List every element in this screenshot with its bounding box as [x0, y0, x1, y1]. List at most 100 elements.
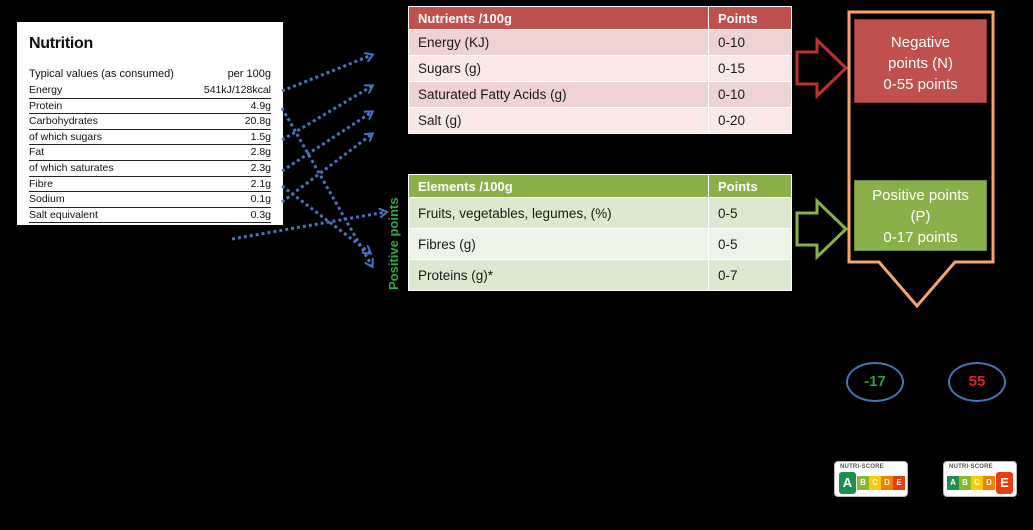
- nutriscore-letter-c: C: [971, 476, 983, 490]
- nutriscore-letter-b: B: [959, 476, 971, 490]
- negative-table-row: Saturated Fatty Acids (g)0-10: [408, 81, 792, 108]
- nutriscore-letter-a: A: [947, 476, 959, 490]
- nutrition-header: Typical values (as consumed) per 100g: [29, 68, 271, 80]
- nutrition-row-name: of which sugars: [29, 130, 102, 143]
- arrow-energy: [281, 55, 372, 93]
- positive-table-cell: Fruits, vegetables, legumes, (%): [408, 197, 709, 229]
- nutrition-header-right: per 100g: [227, 68, 271, 80]
- nutrition-row-name: Fibre: [29, 177, 53, 190]
- nutriscore-label: NUTRI-SCORE: [840, 464, 884, 470]
- nutrition-row-name: Protein: [29, 99, 63, 112]
- nutrition-row: Salt equivalent 0.3g: [29, 208, 271, 224]
- nutrition-row-value: 0.1g: [250, 193, 271, 206]
- negative-table-cell: Salt (g): [408, 107, 709, 134]
- positive-table-row: Fibres (g)0-5: [408, 228, 792, 260]
- negative-table-cell: 0-10: [708, 81, 792, 108]
- nutrition-row: of which sugars 1.5g: [29, 130, 271, 146]
- nutrition-header-left: Typical values (as consumed): [29, 68, 174, 80]
- nutrition-row-value: 1.5g: [250, 130, 271, 143]
- arrow-fibre: [281, 184, 370, 253]
- positive-box-line2: (P): [910, 208, 931, 225]
- arrow-fruits: [231, 212, 386, 241]
- nutrition-row-value: 0.3g: [250, 208, 271, 221]
- nutriscore-letter-c: C: [869, 476, 881, 490]
- nutriscore-letter-d: D: [881, 476, 893, 490]
- nutrition-row: of which saturates 2.3g: [29, 161, 271, 177]
- negative-table-cell: Saturated Fatty Acids (g): [408, 81, 709, 108]
- nutrition-row: Fat 2.8g: [29, 145, 271, 161]
- arrow-sugars: [281, 86, 372, 142]
- nutrition-row: Protein 4.9g: [29, 99, 271, 115]
- nutriscore-letter-d: D: [983, 476, 995, 490]
- nutrition-row-name: Carbohydrates: [29, 115, 98, 128]
- negative-box-line2: points (N): [887, 55, 954, 72]
- positive-table-header-cell: Points: [708, 174, 792, 198]
- negative-table-row: Salt (g)0-20: [408, 107, 792, 134]
- nutrition-title: Nutrition: [29, 35, 93, 52]
- nutriscore-letter-e: E: [995, 471, 1014, 495]
- negative-table-cell: 0-15: [708, 55, 792, 82]
- negative-box-line3: 0-55 points: [883, 76, 958, 93]
- nutriscore-label: NUTRI-SCORE: [949, 464, 993, 470]
- positive-table-row: Proteins (g)*0-7: [408, 259, 792, 291]
- nutriscore-letter-b: B: [857, 476, 869, 490]
- nutrition-row-value: 2.8g: [250, 146, 271, 159]
- positive-box-line1: Positive points: [872, 187, 969, 204]
- nutrition-row-name: Sodium: [29, 193, 65, 206]
- nutriscore-letter-e: E: [893, 476, 905, 490]
- positive-table-cell: Fibres (g): [408, 228, 709, 260]
- nutrition-row-name: of which saturates: [29, 162, 114, 174]
- negative-table-cell: Sugars (g): [408, 55, 709, 82]
- positive-points-vertical-label: Positive points: [386, 198, 401, 290]
- positive-table-header-cell: Elements /100g: [408, 174, 709, 198]
- nutrition-row: Sodium 0.1g: [29, 192, 271, 208]
- nutriscore-letter-a: A: [838, 471, 857, 495]
- negative-table-header-cell: Points: [708, 6, 792, 30]
- nutrition-row: Carbohydrates 20.8g: [29, 114, 271, 130]
- negative-table-row: Energy (KJ)0-10: [408, 29, 792, 56]
- positive-points-box: Positive points (P) 0-17 points: [854, 180, 987, 251]
- arrow-protein: [280, 107, 372, 266]
- arrow-saturates: [281, 112, 372, 173]
- score-max-circle: 55: [948, 362, 1006, 402]
- nutrition-row: Fibre 2.1g: [29, 177, 271, 193]
- negative-table-cell: 0-20: [708, 107, 792, 134]
- negative-points-box: Negative points (N) 0-55 points: [854, 19, 987, 103]
- negative-block-arrow: [795, 36, 849, 100]
- negative-table-row: Sugars (g)0-15: [408, 55, 792, 82]
- orange-bracket: [847, 10, 995, 309]
- nutrition-row-name: Salt equivalent: [29, 208, 98, 221]
- nutrition-row-value: 4.9g: [250, 99, 271, 112]
- positive-table-cell: 0-5: [708, 228, 792, 260]
- positive-table-cell: 0-5: [708, 197, 792, 229]
- arrow-sodium: [281, 134, 372, 204]
- nutrition-row-name: Energy: [29, 84, 63, 96]
- negative-table-cell: 0-10: [708, 29, 792, 56]
- positive-table-cell: Proteins (g)*: [408, 259, 709, 291]
- positive-table-cell: 0-7: [708, 259, 792, 291]
- negative-box-line1: Negative: [890, 34, 951, 51]
- positive-box-line3: 0-17 points: [883, 229, 958, 246]
- positive-table-row: Fruits, vegetables, legumes, (%)0-5: [408, 197, 792, 229]
- nutrition-row-value: 541kJ/128kcal: [203, 84, 271, 96]
- nutrition-row: Energy 541kJ/128kcal: [29, 83, 271, 99]
- svg-text:Positive points: Positive points: [386, 198, 401, 290]
- nutrition-row-value: 2.1g: [250, 177, 271, 190]
- negative-table-cell: Energy (KJ): [408, 29, 709, 56]
- nutrition-label: Nutrition Typical values (as consumed) p…: [17, 22, 283, 225]
- nutrition-row-value: 20.8g: [244, 115, 271, 128]
- nutrition-row-value: 2.3g: [250, 162, 271, 174]
- negative-table-header-cell: Nutrients /100g: [408, 6, 709, 30]
- score-min-circle: -17: [846, 362, 904, 402]
- nutrition-row-name: Fat: [29, 146, 45, 159]
- positive-block-arrow: [795, 197, 849, 261]
